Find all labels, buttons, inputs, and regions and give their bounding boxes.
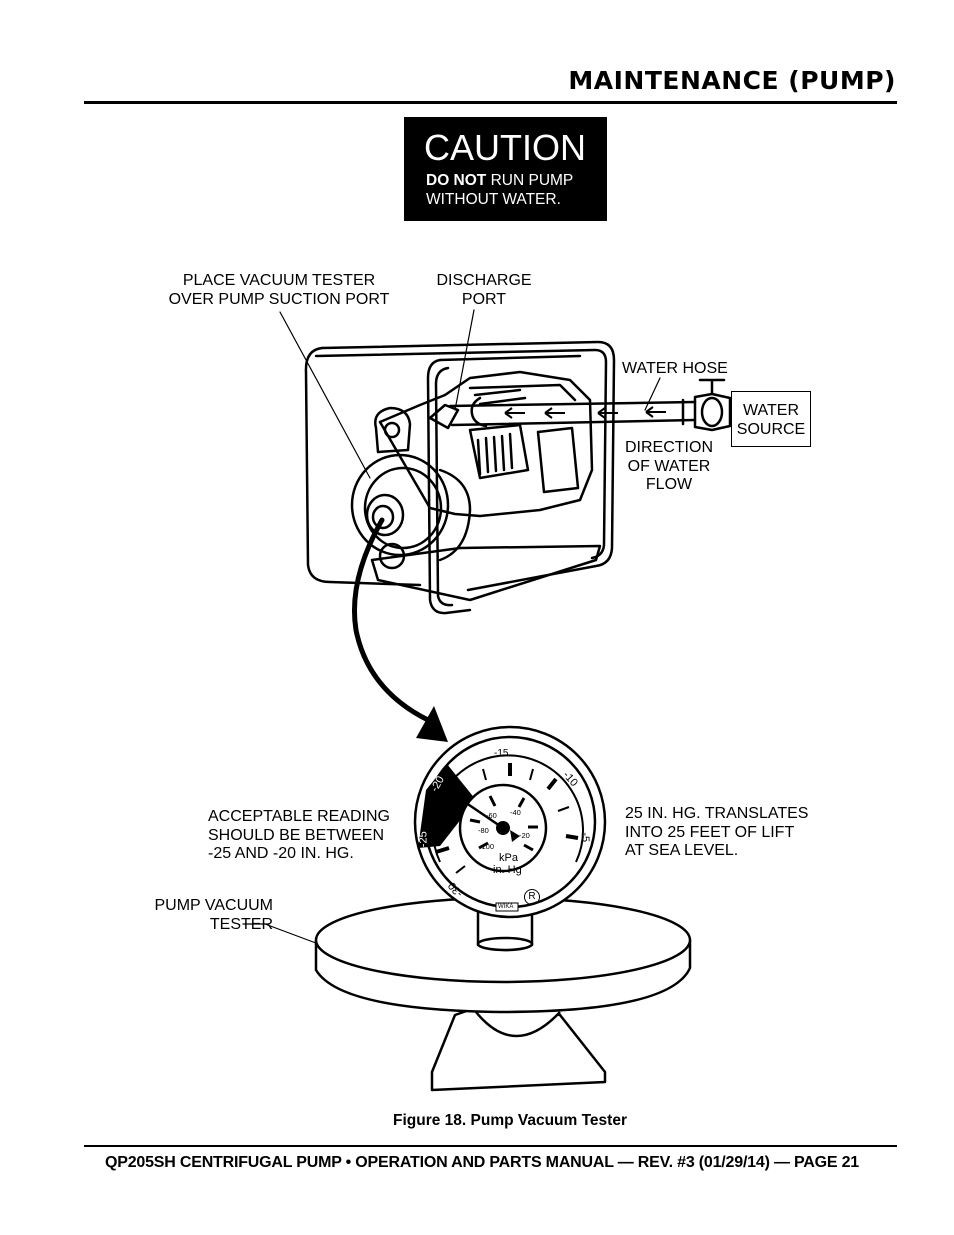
label-line: PLACE VACUUM TESTER — [182, 272, 376, 289]
gauge-tick-minus15: -15 — [494, 748, 509, 759]
label-line: DISCHARGE — [436, 272, 532, 289]
label-water-source: WATER SOURCE — [731, 402, 811, 439]
label-place-vacuum-tester: PLACE VACUUM TESTER OVER PUMP SUCTION PO… — [150, 272, 408, 309]
caution-emphasis: DO NOT — [426, 172, 487, 189]
gauge-inner-minus100: -100 — [479, 842, 495, 851]
gauge-inner-minus60: -60 — [486, 811, 497, 820]
label-line: -25 AND -20 IN. HG. — [208, 845, 354, 862]
figure-caption: Figure 18. Pump Vacuum Tester — [392, 1112, 627, 1129]
label-water-hose: WATER HOSE — [622, 360, 728, 377]
label-line: AT SEA LEVEL. — [625, 842, 739, 859]
caution-message-rest: RUN PUMP — [486, 172, 574, 189]
label-direction-of-flow: DIRECTION OF WATER FLOW — [614, 439, 724, 495]
caution-message: DO NOT RUN PUMP WITHOUT WATER. — [426, 171, 573, 209]
label-line: 25 IN. HG. TRANSLATES — [625, 805, 809, 822]
gauge-units-kpa: kPa — [499, 852, 518, 864]
label-line: INTO 25 FEET OF LIFT — [625, 823, 795, 841]
label-line: TESTER — [209, 915, 273, 933]
label-line: PUMP VACUUM — [154, 897, 273, 914]
header-rule — [84, 101, 897, 104]
label-line: WATER — [743, 402, 799, 419]
gauge-inner-minus40: -40 — [510, 808, 521, 817]
label-discharge-port: DISCHARGE PORT — [424, 272, 544, 309]
label-line: SHOULD BE BETWEEN — [208, 826, 385, 844]
label-line: FLOW — [645, 476, 693, 493]
gauge-tick-minus25: -25 — [417, 831, 430, 848]
page-footer: QP205SH CENTRIFUGAL PUMP • OPERATION AND… — [104, 1154, 859, 1171]
label-line: DIRECTION — [625, 439, 713, 456]
gauge-tick-minus5: -5 — [579, 832, 592, 843]
label-lift-note: 25 IN. HG. TRANSLATES INTO 25 FEET OF LI… — [625, 805, 808, 861]
label-line: OVER PUMP SUCTION PORT — [168, 290, 390, 308]
footer-rule — [84, 1145, 897, 1147]
caution-message-line2: WITHOUT WATER. — [426, 191, 561, 208]
label-line: PORT — [461, 290, 507, 308]
label-line: OF WATER — [627, 457, 711, 475]
section-title: MAINTENANCE (PUMP) — [568, 66, 896, 95]
registered-mark: R — [524, 889, 540, 905]
label-pump-vacuum-tester: PUMP VACUUM TESTER — [150, 897, 273, 934]
gauge-inner-minus20: -20 — [519, 831, 530, 840]
caution-box: CAUTION DO NOT RUN PUMP WITHOUT WATER. — [404, 117, 607, 221]
water-source-box — [731, 391, 811, 447]
gauge-units-inhg: in. Hg — [493, 864, 522, 876]
label-line: ACCEPTABLE READING — [208, 808, 390, 825]
gauge-inner-minus80: -80 — [478, 826, 489, 835]
label-acceptable-reading: ACCEPTABLE READING SHOULD BE BETWEEN -25… — [208, 808, 390, 864]
label-line: SOURCE — [736, 420, 806, 438]
caution-title: CAUTION — [424, 127, 586, 168]
gauge-brand-logo: WIKA — [498, 904, 514, 910]
